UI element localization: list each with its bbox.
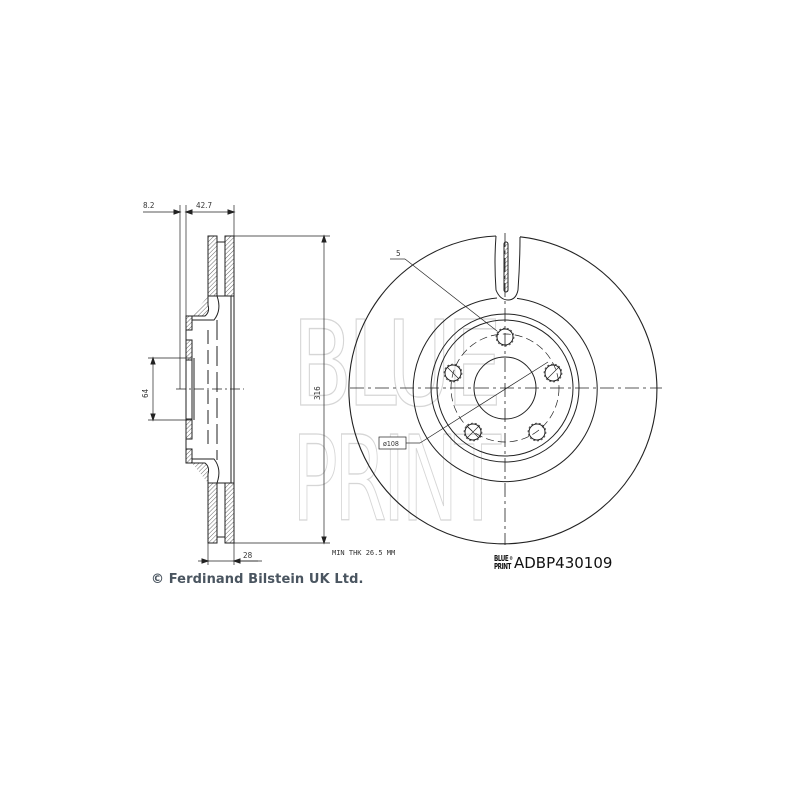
registered-mark: ®	[509, 556, 513, 562]
dim-316: 316	[313, 386, 322, 400]
copyright-text: © Ferdinand Bilstein UK Ltd.	[151, 572, 364, 587]
front-view	[348, 233, 662, 545]
bolt-count-label: 5	[396, 249, 401, 258]
dim-8-2: 8.2	[143, 201, 154, 210]
side-view	[143, 205, 330, 565]
dim-64: 64	[141, 388, 150, 398]
dim-28: 28	[243, 551, 253, 560]
logo-bottom: PRINT	[494, 562, 511, 571]
part-number-block: BLUE PRINT ® ADBP430109	[494, 554, 612, 572]
dim-42-7: 42.7	[196, 201, 212, 210]
min-thickness-note: MIN THK 26.5 MM	[332, 549, 395, 557]
svg-text:PRINT: PRINT	[292, 410, 501, 548]
part-number: ADBP430109	[514, 554, 613, 572]
blue-print-logo: BLUE PRINT ®	[494, 554, 513, 571]
watermark: BLUE PRINT	[291, 294, 508, 548]
logo-top: BLUE	[494, 554, 509, 563]
pitch-circle-label: ø108	[383, 440, 399, 448]
svg-text:BLUE: BLUE	[292, 295, 497, 433]
